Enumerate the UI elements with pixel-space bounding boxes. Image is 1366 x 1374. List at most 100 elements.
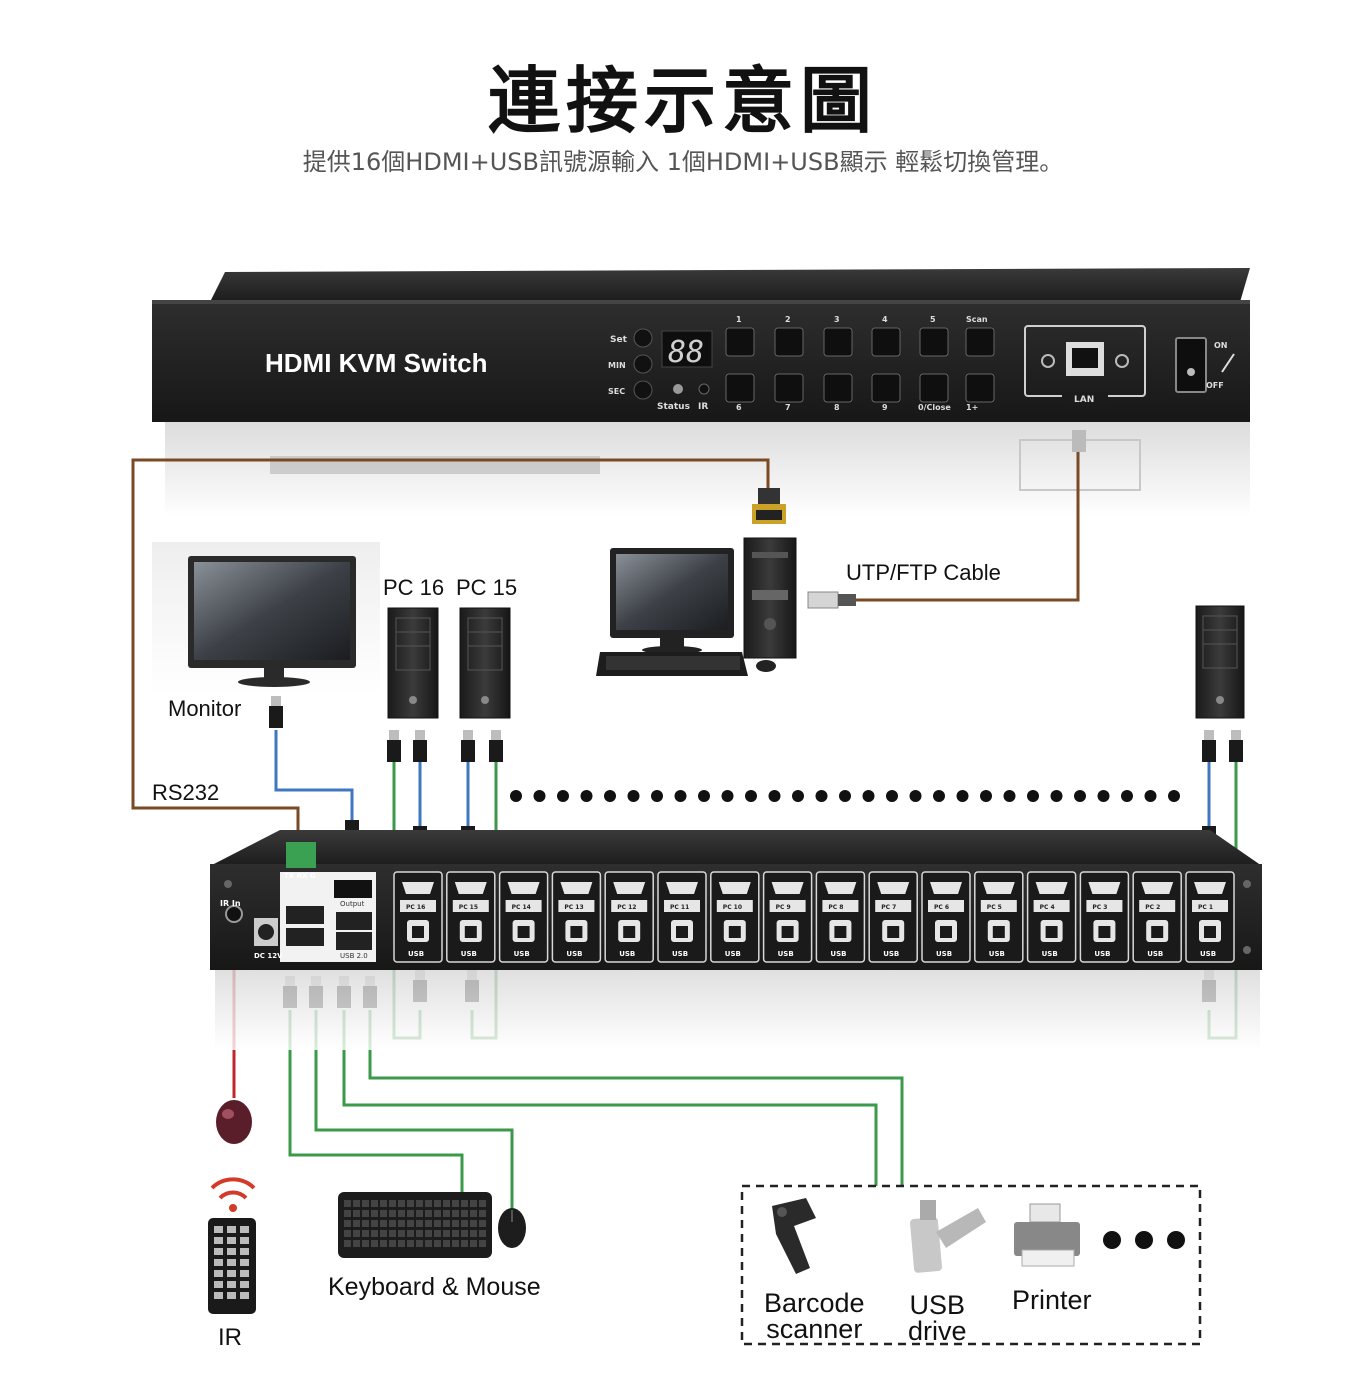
dot xyxy=(980,790,992,802)
keyboard-key xyxy=(371,1230,378,1237)
dot xyxy=(557,790,569,802)
usb20-ports xyxy=(286,906,372,950)
usb-label-pc9: USB xyxy=(778,950,794,958)
pc-port-frame xyxy=(498,871,549,963)
utp-cable xyxy=(855,446,1080,602)
keyboard-key xyxy=(479,1230,486,1237)
dot xyxy=(1144,790,1157,802)
dot xyxy=(1003,790,1016,802)
dot xyxy=(604,790,616,802)
cable-plug xyxy=(387,740,401,762)
pc-port-frame xyxy=(762,871,813,963)
set-label: Set xyxy=(610,335,628,345)
dc-label: DC 12V xyxy=(254,952,283,960)
usb-b-port-socket xyxy=(1045,926,1058,938)
pc-port-frame xyxy=(1185,871,1235,963)
channel-button-top-5 xyxy=(919,327,949,357)
keyboard-key xyxy=(389,1220,396,1227)
keyboard-key xyxy=(443,1200,450,1207)
rj45-plug-icon xyxy=(807,430,1086,609)
keyboard-key xyxy=(461,1210,468,1217)
channel-button-top-6 xyxy=(965,327,995,357)
remote-key xyxy=(214,1237,223,1244)
usb-label-pc14: USB xyxy=(514,950,530,958)
label-ir: IR xyxy=(218,1324,242,1351)
keyboard-key xyxy=(407,1210,414,1217)
button-label-scan: Scan xyxy=(966,315,988,324)
port-label-plate xyxy=(980,900,1017,912)
keyboard-key xyxy=(470,1210,477,1217)
keyboard-key xyxy=(452,1210,459,1217)
db9-connector-icon xyxy=(752,488,786,524)
hdmi-port-icon xyxy=(877,882,910,894)
keyboard-key xyxy=(461,1220,468,1227)
rs232-cable xyxy=(131,458,770,842)
dot xyxy=(909,790,922,802)
keyboard-key xyxy=(407,1220,414,1227)
keyboard-key xyxy=(353,1210,360,1217)
more-peripherals-dots xyxy=(1103,1231,1185,1249)
mouse-cable xyxy=(314,1010,514,1208)
hdmi-port-icon xyxy=(560,882,593,894)
port-label-plate xyxy=(928,900,964,912)
dot xyxy=(792,790,804,802)
more-pcs-dots xyxy=(510,790,1180,802)
port-label-pc7: PC 7 xyxy=(881,904,896,911)
keyboard-key xyxy=(470,1220,477,1227)
keyboard-key xyxy=(416,1230,423,1237)
usb-label-pc3: USB xyxy=(1094,950,1110,958)
pc-port-frame xyxy=(815,871,866,963)
remote-key xyxy=(214,1270,223,1277)
dot xyxy=(651,790,663,802)
keyboard-key xyxy=(434,1200,441,1207)
keyboard-key xyxy=(434,1230,441,1237)
usb-b-port-socket xyxy=(517,926,530,938)
peripheral-cable-1 xyxy=(342,1010,878,1186)
dot xyxy=(745,790,757,802)
keyboard-key xyxy=(407,1230,414,1237)
ir-receiver-icon xyxy=(216,1100,252,1144)
remote-key xyxy=(214,1259,223,1266)
page-subtitle: 提供16個HDMI+USB訊號源輸入 1個HDMI+USB顯示 輕鬆切換管理。 xyxy=(302,148,1064,176)
keyboard-key xyxy=(479,1220,486,1227)
label-pc15: PC 15 xyxy=(456,575,518,600)
port-label-plate xyxy=(611,900,648,912)
dot xyxy=(1050,790,1063,802)
dot xyxy=(721,790,734,802)
keyboard-key xyxy=(380,1210,387,1217)
label-keyboard-mouse: Keyboard & Mouse xyxy=(328,1273,541,1301)
remote-key xyxy=(227,1281,236,1288)
usb-b-port-socket xyxy=(992,926,1005,938)
channel-buttons xyxy=(725,327,995,403)
keyboard-key xyxy=(344,1220,351,1227)
cable-plug xyxy=(413,740,427,762)
dot xyxy=(862,790,875,802)
usb-b-port-socket xyxy=(464,926,477,938)
port-label-pc6: PC 6 xyxy=(934,904,949,911)
remote-key xyxy=(227,1259,236,1266)
hdmi-port-icon xyxy=(982,882,1015,894)
remote-key xyxy=(214,1292,223,1299)
dot xyxy=(580,790,593,802)
dot xyxy=(1103,1231,1121,1249)
label-pc16: PC 16 xyxy=(383,575,445,600)
usb-b-port-socket xyxy=(887,926,900,938)
pc-input-ports xyxy=(393,871,1235,963)
remote-key xyxy=(214,1248,223,1255)
usb-label-pc12: USB xyxy=(619,950,635,958)
label-barcode-line2: scanner xyxy=(766,1314,863,1344)
port-label-plate xyxy=(1033,900,1070,912)
pc-port-frame xyxy=(1132,871,1182,963)
cable-plug xyxy=(489,740,503,762)
remote-key xyxy=(214,1281,223,1288)
monitor-hdmi-cable xyxy=(274,730,354,820)
keyboard-key xyxy=(362,1230,369,1237)
keyboard-key xyxy=(479,1200,486,1207)
label-rs232: RS232 xyxy=(152,780,220,805)
trunk-label: TX RX G xyxy=(284,872,316,880)
keyboard-key xyxy=(407,1240,414,1247)
port-label-pc9: PC 9 xyxy=(776,904,791,911)
label-monitor: Monitor xyxy=(168,696,242,721)
keyboard-key xyxy=(344,1200,351,1207)
usb-label-pc11: USB xyxy=(672,950,688,958)
